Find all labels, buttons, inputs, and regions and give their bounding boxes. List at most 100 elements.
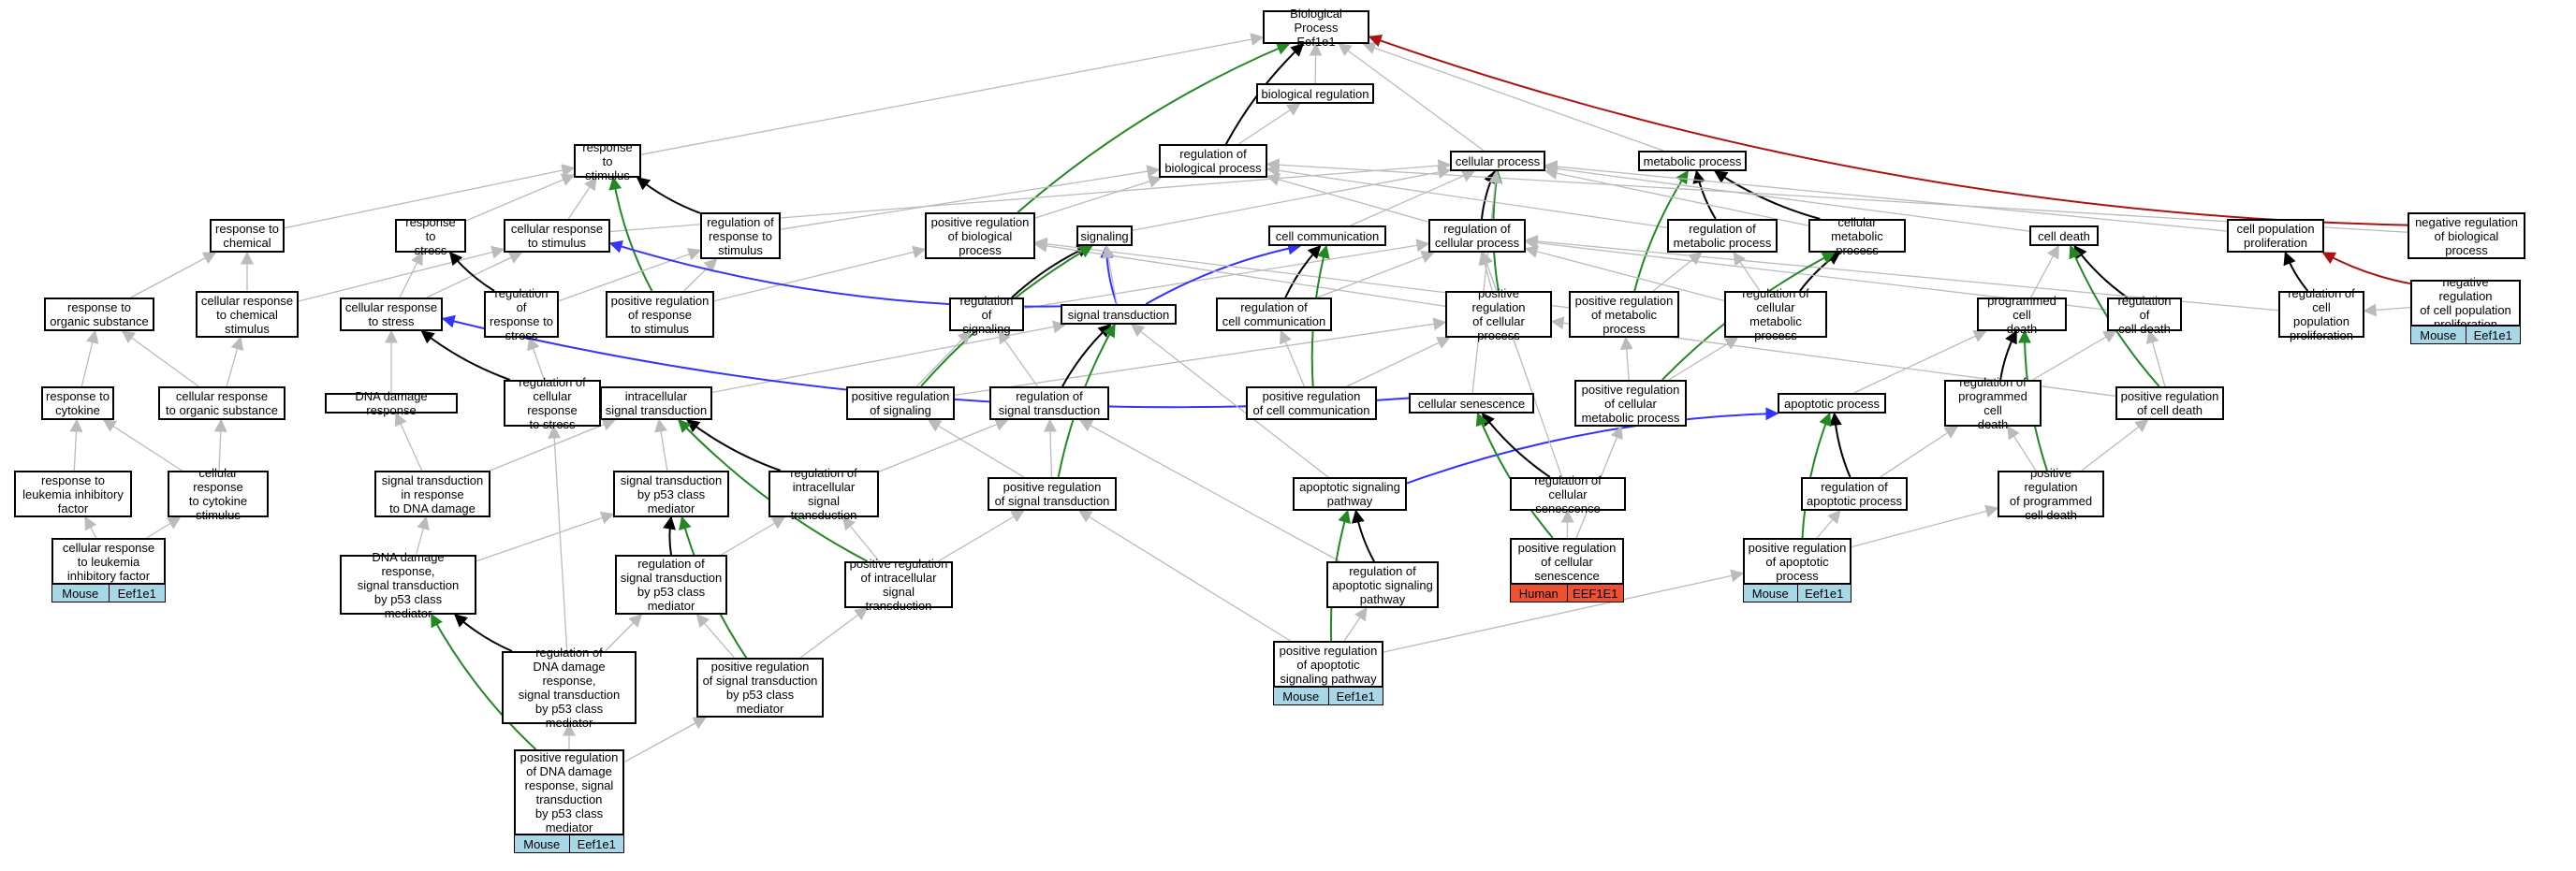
go-term-node-posregcp[interactable]: positive regulation of cellular process (1445, 286, 1552, 342)
edge-is_a-posregintra-to-posregsigtrans (937, 510, 1025, 562)
go-term-node-posregdnap53[interactable]: positive regulation of DNA damage respon… (514, 749, 624, 835)
go-term-node-regcellcomm[interactable]: regulation of cell communication (1216, 298, 1332, 331)
go-term-node-regcp[interactable]: regulation of cellular process (1428, 219, 1526, 253)
edge-part_of-regmetab-to-metab (1692, 169, 1717, 220)
gene-symbol: EEF1E1 (1567, 584, 1624, 602)
go-term-node-rstress[interactable]: response to stress (395, 215, 466, 257)
go-term-node-regcpp[interactable]: regulation of cell population proliferat… (2278, 286, 2364, 342)
go-term-node-bioreg[interactable]: biological regulation (1256, 83, 1374, 104)
edge-part_of-regrstress-to-rstress (448, 251, 495, 292)
go-term-node-posregintra[interactable]: positive regulation of intracellular sig… (844, 557, 953, 613)
go-term-node-crchem[interactable]: cellular response to chemical stimulus (196, 291, 299, 338)
go-term-node-regpcd[interactable]: regulation of programmed cell death (1944, 375, 2042, 431)
go-term-node-regcelldeath[interactable]: regulation of cell death (2107, 294, 2182, 336)
edge-positively_regulates-posregapop-to-apoptotic (1801, 412, 1832, 539)
go-term-node-posregsigtrans[interactable]: positive regulation of signal transducti… (988, 477, 1117, 511)
edge-is_a-posregpcd-to-regpcd (2007, 425, 2037, 472)
edge-is_a-regp53-to-regintra (721, 516, 786, 556)
go-term-node-regapop[interactable]: regulation of apoptotic process (1801, 477, 1908, 511)
edge-is_a-posregmetab-to-regmetab (1652, 252, 1703, 292)
go-term-node-rchem[interactable]: response to chemical (210, 219, 285, 253)
go-term-node-posregcmetab[interactable]: positive regulation of cellular metaboli… (1574, 380, 1687, 427)
go-term-node-cmetab[interactable]: cellular metabolic process (1808, 215, 1906, 257)
go-term-node-pcd[interactable]: programmed cell death (1977, 294, 2067, 336)
go-term-node-intrasig[interactable]: intracellular signal transduction (600, 386, 712, 420)
edge-is_a-regcp-to-regbp (1266, 173, 1429, 223)
edge-part_of-regintra-to-intrasig (686, 419, 782, 472)
go-term-node-posregcellcomm[interactable]: positive regulation of cell communicatio… (1246, 386, 1377, 420)
go-term-node-regsenes[interactable]: regulation of cellular senescence (1510, 473, 1626, 515)
go-term-node-regcmetab[interactable]: regulation of cellular metabolic process (1724, 286, 1827, 342)
edge-is_a-posregsigtrans-to-regsigtrans (1043, 418, 1057, 478)
go-term-node-regintra[interactable]: regulation of intracellular signal trans… (768, 466, 879, 522)
edge-regulates-apsig-to-apoptotic (1406, 407, 1779, 485)
go-term-node-posregcelldeath[interactable]: positive regulation of cell death (2115, 386, 2224, 420)
go-term-node-cellproc[interactable]: cellular process (1450, 151, 1545, 171)
edge-is_a-rorg-to-rchem (130, 252, 217, 298)
go-term-node-senescence[interactable]: cellular senescence (1409, 393, 1534, 414)
go-term-node-negregcpp[interactable]: negative regulation of cell population p… (2410, 275, 2521, 331)
go-term-node-dnadmg[interactable]: DNA damage response (325, 389, 458, 417)
go-term-node-rcyto[interactable]: response to cytokine (41, 386, 114, 420)
organism-label: Mouse (514, 835, 570, 853)
go-term-node-posregapop[interactable]: positive regulation of apoptotic process (1743, 538, 1852, 585)
gene-symbol: Eef1e1 (1797, 584, 1852, 602)
edge-is_a-regcmetab-to-regcp (1524, 245, 1725, 302)
go-term-node-regsigtrans[interactable]: regulation of signal transduction (989, 386, 1109, 420)
go-term-node-posregsenes[interactable]: positive regulation of cellular senescen… (1510, 538, 1624, 585)
go-term-node-crcyto[interactable]: cellular response to cytokine stimulus (168, 466, 269, 522)
go-term-node-bp[interactable]: Biological Process Eef1e1 (1263, 7, 1369, 49)
go-term-node-rlif[interactable]: response to leukemia inhibitory factor (14, 471, 132, 517)
go-term-node-regrstress[interactable]: regulation of response to stress (484, 286, 559, 342)
edge-is_a-posregcelldeath-to-regcelldeath (2145, 329, 2166, 387)
edge-is_a-regcmetab-to-regmetab (1733, 251, 1761, 292)
go-term-node-posregpcd[interactable]: positive regulation of programmed cell d… (1998, 466, 2104, 522)
edge-is_a-bioreg-to-bp (1309, 42, 1323, 84)
go-term-node-sigtrans[interactable]: signal transduction (1061, 304, 1177, 325)
go-term-node-posregmetab[interactable]: positive regulation of metabolic process (1569, 291, 1679, 338)
go-term-node-rstim[interactable]: response to stimulus (574, 140, 641, 182)
go-term-node-regmetab[interactable]: regulation of metabolic process (1667, 219, 1778, 253)
go-term-node-crlif[interactable]: cellular response to leukemia inhibitory… (51, 538, 166, 585)
organism-label: Mouse (51, 584, 110, 602)
go-term-node-regbp[interactable]: regulation of biological process (1159, 144, 1267, 178)
go-term-node-posregrstim[interactable]: positive regulation of response to stimu… (606, 291, 714, 338)
go-term-node-celldeath[interactable]: cell death (2029, 225, 2099, 246)
go-term-node-metab[interactable]: metabolic process (1638, 151, 1747, 171)
edge-part_of-regrstim-to-rstim (636, 177, 701, 214)
go-term-node-posregsignaling[interactable]: positive regulation of signaling (846, 386, 955, 420)
go-term-node-negregbp[interactable]: negative regulation of biological proces… (2408, 212, 2525, 259)
go-term-node-p53[interactable]: signal transduction by p53 class mediato… (613, 471, 729, 517)
edge-is_a-crlif-to-crcyto (146, 516, 182, 539)
go-term-node-regdnap53[interactable]: regulation of DNA damage response, signa… (502, 646, 637, 730)
go-term-node-crstim[interactable]: cellular response to stimulus (504, 219, 610, 253)
go-term-node-cellcomm[interactable]: cell communication (1268, 225, 1386, 246)
organism-label: Human (1510, 584, 1568, 602)
go-term-node-regapsig[interactable]: regulation of apoptotic signaling pathwa… (1326, 561, 1439, 608)
go-term-node-regrstim[interactable]: regulation of response to stimulus (700, 212, 781, 259)
go-term-node-apoptotic[interactable]: apoptotic process (1778, 393, 1886, 414)
go-term-node-dnap53[interactable]: DNA damage response, signal transduction… (340, 550, 476, 620)
go-term-node-rorg[interactable]: response to organic substance (44, 298, 154, 331)
go-term-node-posregbp[interactable]: positive regulation of biological proces… (925, 212, 1035, 259)
go-term-node-posregp53[interactable]: positive regulation of signal transducti… (696, 658, 824, 718)
go-term-node-regp53[interactable]: regulation of signal transduction by p53… (615, 555, 727, 615)
go-term-node-apsig[interactable]: apoptotic signaling pathway (1293, 477, 1407, 511)
go-term-node-crorg[interactable]: cellular response to organic substance (158, 386, 285, 420)
go-term-node-regcrstress[interactable]: regulation of cellular response to stres… (504, 375, 601, 431)
go-term-node-sigdna[interactable]: signal transduction in response to DNA d… (374, 471, 490, 517)
edge-is_a-posregsignaling-to-regsignaling (915, 329, 972, 387)
go-term-node-regsignaling[interactable]: regulation of signaling (949, 294, 1024, 336)
organism-label: Mouse (1273, 687, 1329, 705)
edge-is_a-regintra-to-regsigtrans (878, 418, 1009, 472)
edge-is_a-crorg-to-crchem (226, 336, 244, 387)
go-term-node-cpp[interactable]: cell population proliferation (2227, 219, 2324, 253)
go-term-node-signaling[interactable]: signaling (1076, 225, 1133, 246)
go-term-node-posregapsig[interactable]: positive regulation of apoptotic signali… (1273, 641, 1383, 688)
edge-is_a-crcyto-to-crorg (213, 418, 227, 472)
go-term-node-crstress[interactable]: cellular response to stress (340, 298, 443, 331)
